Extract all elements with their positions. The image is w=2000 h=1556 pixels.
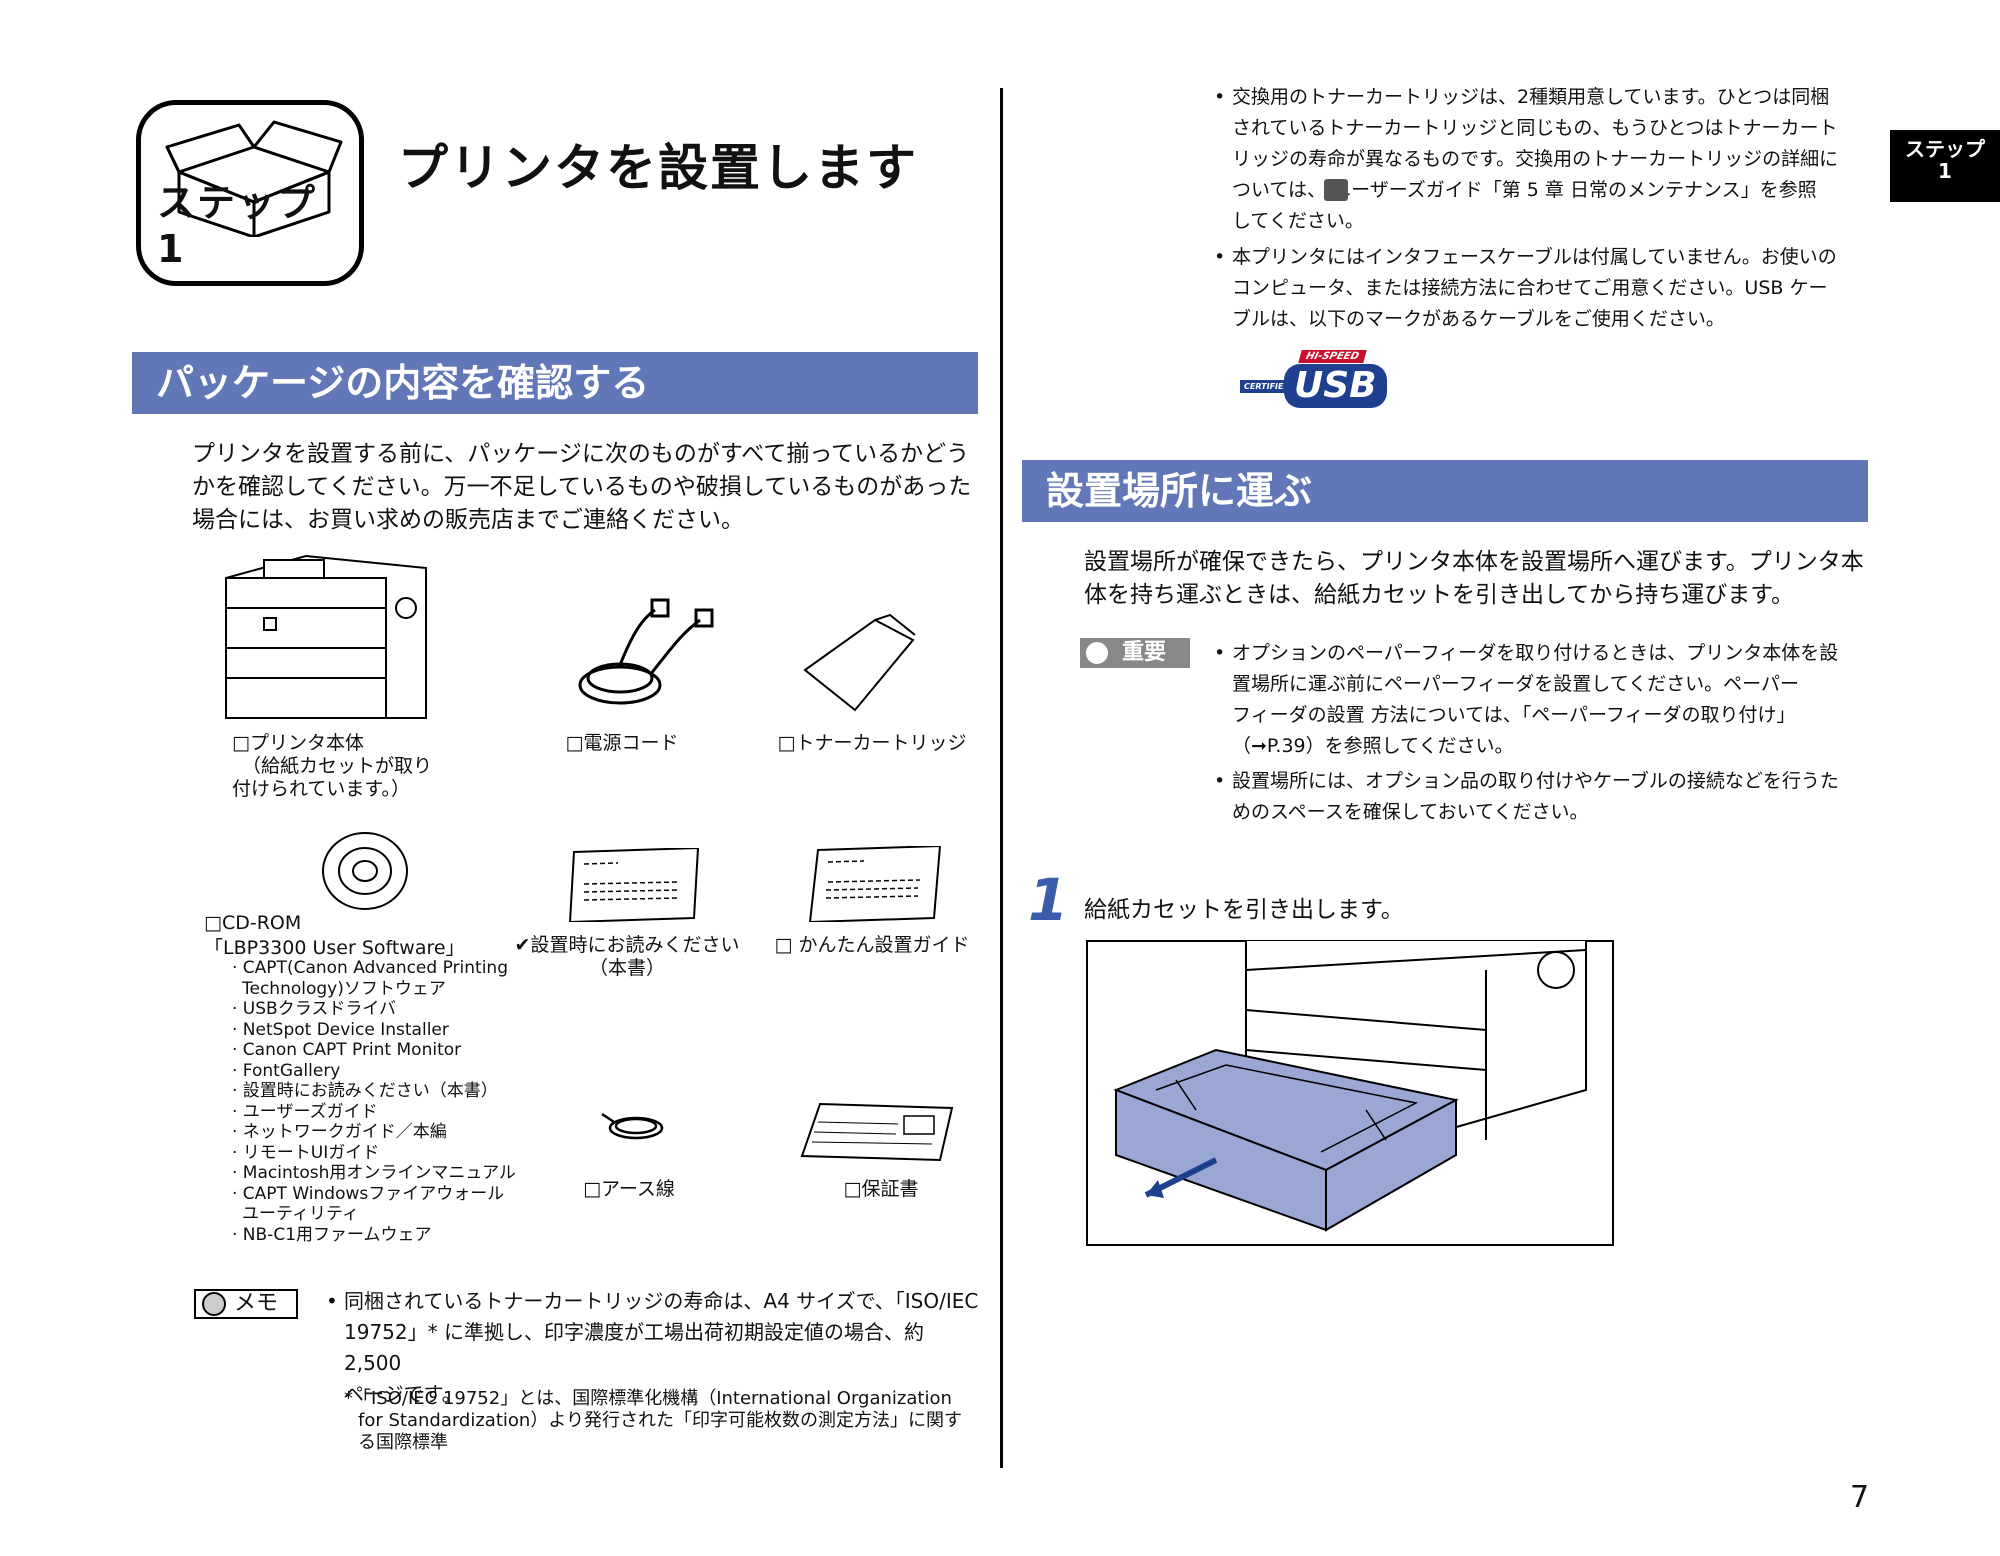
column-divider [1000,88,1003,1468]
warranty-illustration [800,1102,954,1162]
important-badge: 重要 [1080,638,1190,668]
step-number: 1 [1028,866,1069,934]
chapter-tab-number: 1 [1938,159,1952,183]
item-quick-guide: □ かんたん設置ガイド [774,934,970,956]
hi-speed-usb-logo: HI-SPEED CERTIFIED USB [1240,350,1387,416]
item-ground-wire: □アース線 [583,1178,675,1200]
cdrom-contents-list: · CAPT(Canon Advanced Printing Technolog… [232,958,516,1245]
step-instruction: 給紙カセットを引き出します。 [1084,897,1404,923]
memo-badge: メモ [194,1289,298,1319]
item-power-cord: □電源コード [565,732,679,754]
box-icon [165,120,343,237]
quick-guide-illustration [808,846,942,922]
item-printer: □プリンタ本体 （給紙カセットが取り 付けられています。） [232,732,433,800]
ground-wire-illustration [601,1112,664,1140]
memo-bullet: 同梱されているトナーカートリッジの寿命は、A4 サイズで、「ISO/IEC 19… [326,1286,986,1410]
item-toner: □トナーカートリッジ [777,732,967,754]
item-setup-manual: ✔設置時にお読みください （本書） [514,934,740,979]
page-number: 7 [1850,1480,1870,1515]
chapter-tab-label: ステップ [1905,137,1985,161]
printer-illustration [225,554,427,719]
item-warranty: □保証書 [843,1178,919,1200]
toner-illustration [803,613,916,712]
memo-footnote: *「ISO/IEC 19752」とは、国際標準化機構（International… [344,1388,962,1453]
hand-icon [1086,642,1108,664]
cassette-pull-illustration [1086,940,1614,1246]
pencil-icon [202,1292,226,1316]
item-cdrom: □CD-ROM 「LBP3300 User Software」 [204,912,465,959]
interface-cable-bullet: 本プリンタにはインタフェースケーブルは付属していません。お使いの コンピュータ、… [1214,242,1872,335]
power-cord-illustration [578,598,714,705]
important-bullet-space: 設置場所には、オプション品の取り付けやケーブルの接続などを行うた めのスペースを… [1214,766,1872,828]
chapter-tab[interactable]: ステップ 1 [1890,130,2000,202]
manual-illustration [568,848,700,922]
cdrom-illustration [322,832,408,910]
transport-intro: 設置場所が確保できたら、プリンタ本体を設置場所へ運びます。プリンタ本 体を持ち運… [1084,549,1864,608]
important-bullet-feeder: オプションのペーパーフィーダを取り付けるときは、プリンタ本体を設 置場所に運ぶ前… [1214,638,1872,762]
badge-label: ステップ 1 [157,181,318,271]
section-heading-transport: 設置場所に運ぶ [1022,460,1868,522]
package-intro: プリンタを設置する前に、パッケージに次のものがすべて揃っているかどう かを確認し… [192,441,972,533]
page-title: プリンタを設置します [398,139,918,197]
toner-replacement-bullet: 交換用のトナーカートリッジは、2種類用意しています。ひとつは同梱 されているトナ… [1214,82,1872,237]
step-badge: ステップ 1 [136,100,364,286]
cdrom-icon [1324,179,1348,201]
section-heading-package: パッケージの内容を確認する [132,352,978,414]
